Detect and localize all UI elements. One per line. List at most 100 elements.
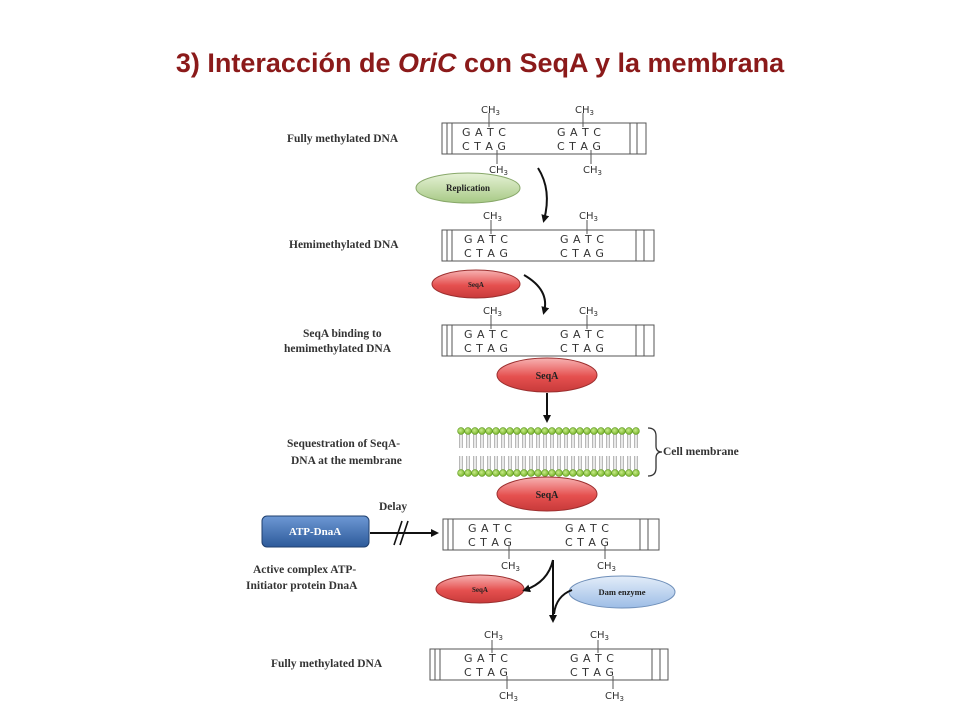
lipid-tails: [473, 434, 477, 470]
dna-bottom-strand-right: C T A G: [557, 140, 601, 153]
label-fully-methylated-bottom: Fully methylated DNA: [271, 658, 383, 670]
methyl-ch: CH: [483, 211, 498, 222]
dna-duplex-box: [441, 324, 655, 357]
protein-seqa-small-1: SeqA: [431, 269, 521, 299]
title-prefix: 3) Interacción de: [175, 48, 398, 78]
methyl-group-label: CH3: [583, 165, 602, 177]
dna-bottom-strand-right: C T A G: [560, 247, 604, 260]
methyl-ch: CH: [575, 105, 590, 116]
dna-top-strand-right: G A T C: [565, 522, 609, 535]
protein-dam-enzyme: Dam enzyme: [568, 575, 676, 609]
dna-bottom-strand-left: C T A G: [464, 666, 508, 679]
dna-duplex-box: [441, 122, 647, 155]
dna-bottom-strand-left: C T A G: [468, 536, 512, 549]
lipid-head: [527, 427, 535, 435]
label-seqa-binding-line1: SeqA binding to: [303, 328, 382, 340]
dna-duplex-hemimethylated: G A T C G A T C C T A G C T A G CH3 CH3: [441, 211, 655, 262]
title-oric: OriC: [397, 48, 457, 78]
lipid-head: [611, 427, 619, 435]
methyl-group-label: CH3: [590, 630, 609, 642]
methyl-ch: CH: [499, 691, 514, 702]
methyl-sub: 3: [594, 310, 598, 318]
lipid-tails: [557, 434, 561, 470]
lipid-head: [576, 427, 584, 435]
dna-bottom-strand-left: C T A G: [464, 342, 508, 355]
lipid-head: [604, 427, 612, 435]
methyl-ch: CH: [481, 105, 496, 116]
lipid-head: [464, 427, 472, 435]
label-sequestration-line1: Sequestration of SeqA-: [287, 438, 400, 450]
lipid-head: [555, 427, 563, 435]
lipid-tails: [543, 434, 547, 470]
delay-slash: [399, 520, 409, 546]
protein-replication: Replication: [415, 172, 521, 204]
lipid-head: [492, 427, 500, 435]
lipid-tails: [459, 434, 463, 470]
lipid-tails: [550, 434, 554, 470]
dna-bottom-strand-right: C T A G: [565, 536, 609, 549]
methyl-ch: CH: [579, 306, 594, 317]
label-seqa-binding-line2: hemimethylated DNA: [284, 343, 392, 355]
dna-duplex-seqa-bound: G A T C G A T C C T A G C T A G CH3 CH3: [441, 306, 655, 357]
lipid-tails: [480, 434, 484, 470]
lipid-tails: [613, 434, 617, 470]
lipid-head: [534, 427, 542, 435]
dna-top-strand-right: G A T C: [557, 126, 601, 139]
methyl-group-label: CH3: [579, 211, 598, 223]
dna-duplex-box: [442, 518, 660, 551]
label-fully-methylated-top: Fully methylated DNA: [287, 133, 399, 145]
lipid-head: [632, 427, 640, 435]
lipid-head: [527, 469, 535, 477]
label-active-complex-line1: Active complex ATP-: [253, 564, 356, 576]
lipid-head: [548, 469, 556, 477]
lipid-head: [541, 427, 549, 435]
dna-top-strand-left: G A T C: [464, 652, 508, 665]
methyl-group-label: CH3: [484, 630, 503, 642]
methyl-group-label: CH3: [489, 165, 508, 177]
seqa-label: SeqA: [468, 281, 484, 289]
methyl-sub: 3: [620, 695, 624, 703]
lipid-head: [597, 469, 605, 477]
lipid-head: [520, 427, 528, 435]
lipid-head: [569, 427, 577, 435]
methyl-sub: 3: [504, 169, 508, 177]
label-sequestration-line2: DNA at the membrane: [291, 455, 402, 467]
methyl-ch: CH: [583, 165, 598, 176]
dna-bottom-strand-right: C T A G: [570, 666, 614, 679]
dna-top-strand-left: G A T C: [468, 522, 512, 535]
lipid-head: [625, 469, 633, 477]
methyl-sub: 3: [590, 109, 594, 117]
lipid-tails: [606, 434, 610, 470]
dna-top-strand-left: G A T C: [464, 233, 508, 246]
dna-top-strand-right: G A T C: [560, 233, 604, 246]
lipid-head: [576, 469, 584, 477]
lipid-tails: [466, 434, 470, 470]
lipid-head: [513, 427, 521, 435]
methyl-group-label: CH3: [579, 306, 598, 318]
protein-seqa-membrane: SeqA: [496, 476, 598, 512]
replication-ellipse: [415, 172, 521, 204]
cell-membrane-bilayer: [457, 427, 640, 477]
lipid-tails: [634, 434, 638, 470]
methyl-ch: CH: [590, 630, 605, 641]
lipid-tails: [620, 434, 624, 470]
methyl-sub: 3: [514, 695, 518, 703]
protein-seqa-bound: SeqA: [496, 357, 598, 393]
lipid-tails: [508, 434, 512, 470]
lipid-head: [471, 427, 479, 435]
methyl-group-label: CH3: [481, 105, 500, 117]
dna-top-strand-right: G A T C: [570, 652, 614, 665]
lipid-head: [562, 469, 570, 477]
protein-seqa-small-2: SeqA: [435, 574, 525, 604]
methyl-sub: 3: [499, 634, 503, 642]
replication-label: Replication: [446, 183, 490, 193]
lipid-head: [604, 469, 612, 477]
dna-duplex-after-delay: G A T C G A T C C T A G C T A G CH3 CH3: [442, 518, 660, 573]
lipid-tails: [536, 434, 540, 470]
seqa-ellipse: [431, 269, 521, 299]
dna-top-strand-left: G A T C: [464, 328, 508, 341]
lipid-head: [513, 469, 521, 477]
methyl-ch: CH: [484, 630, 499, 641]
lipid-head: [583, 427, 591, 435]
methyl-sub: 3: [498, 215, 502, 223]
